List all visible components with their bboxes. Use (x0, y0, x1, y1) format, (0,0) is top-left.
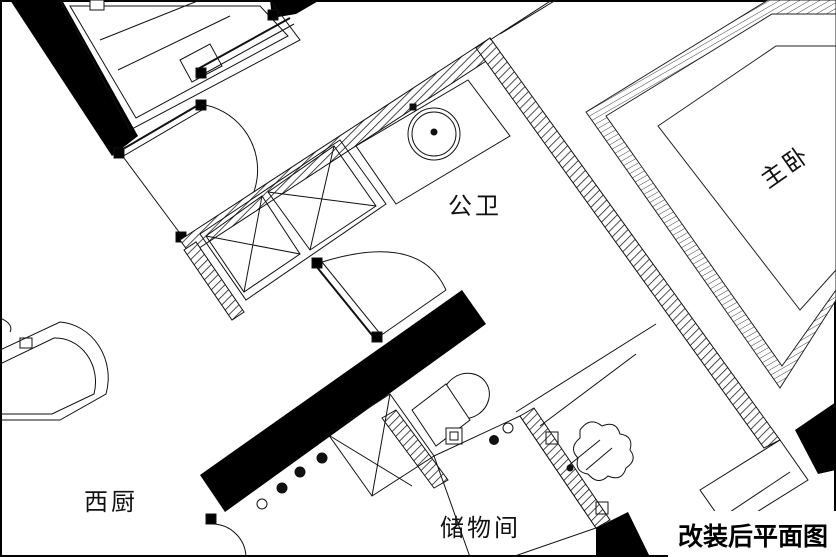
plant (566, 421, 634, 481)
threshold-line (539, 353, 637, 427)
top-left-room (59, 0, 301, 131)
plan-caption: 改装后平面图 (667, 511, 836, 557)
room-label-public-bath: 公卫 (448, 192, 502, 220)
wall-top-left (10, 0, 138, 156)
sink-counter (355, 79, 511, 205)
wall-top-strip (270, 0, 320, 18)
drain-2 (502, 422, 514, 434)
bath-walls (179, 37, 781, 489)
bedroom-rug (585, 0, 836, 389)
closet-top (489, 0, 557, 41)
storage-room (327, 393, 611, 557)
door-bath (311, 251, 447, 343)
shower-cabinet (199, 139, 387, 301)
room-label-storage: 储物间 (440, 514, 521, 542)
door-kitchen (205, 513, 247, 557)
kitchen-island (0, 317, 109, 421)
corridor-line (515, 323, 657, 413)
toilet (411, 372, 490, 447)
wall-middle (200, 290, 486, 512)
room-label-western-kitchen: 西厨 (84, 488, 138, 516)
wall-bottom-right-corner (596, 512, 650, 557)
spot-lights (256, 452, 328, 510)
wall-right-edge (795, 402, 836, 474)
drain (489, 435, 499, 445)
